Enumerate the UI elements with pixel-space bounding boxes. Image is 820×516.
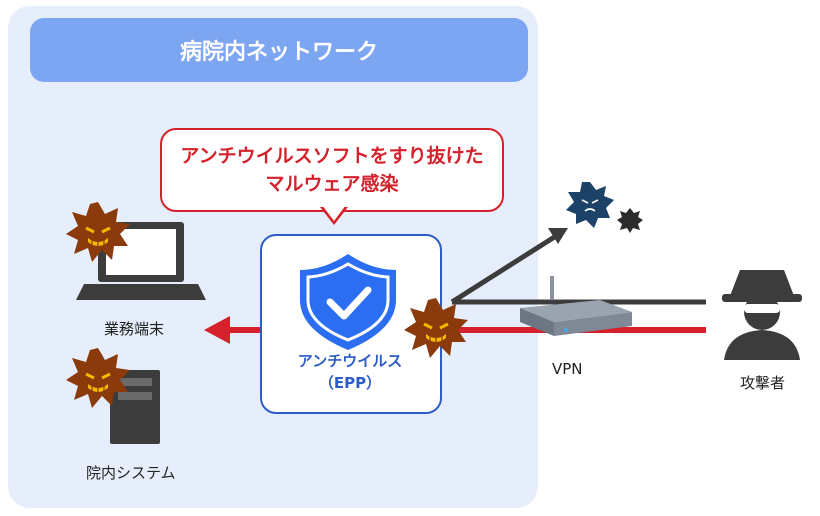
exfiltration-arrow: [450, 233, 558, 305]
callout-tail-fill: [322, 205, 346, 221]
vpn-label: VPN: [552, 360, 583, 378]
shield-check-icon: [300, 254, 396, 350]
system-label: 院内システム: [86, 464, 176, 482]
network-title: 病院内ネットワーク: [30, 18, 528, 82]
epp-label-line-1: アンチウイルス: [297, 352, 403, 370]
virus-icon: [566, 182, 614, 228]
callout-line-1: アンチウイルスソフトをすり抜けた: [180, 145, 484, 167]
malware-icon: [402, 296, 470, 360]
virus-icon: [617, 208, 643, 233]
attack-arrowhead: [204, 316, 230, 344]
callout-line-2: マルウェア感染: [265, 173, 399, 195]
exfiltration-arrowhead: [548, 228, 568, 244]
hacker-icon: [722, 270, 802, 360]
router-icon: [520, 276, 632, 336]
attacker-label: 攻撃者: [740, 374, 786, 392]
epp-label-line-2: （EPP）: [318, 374, 382, 392]
network-title-text: 病院内ネットワーク: [179, 40, 378, 65]
epp-label: アンチウイルス （EPP）: [260, 350, 440, 394]
terminal-label: 業務端末: [104, 320, 165, 338]
